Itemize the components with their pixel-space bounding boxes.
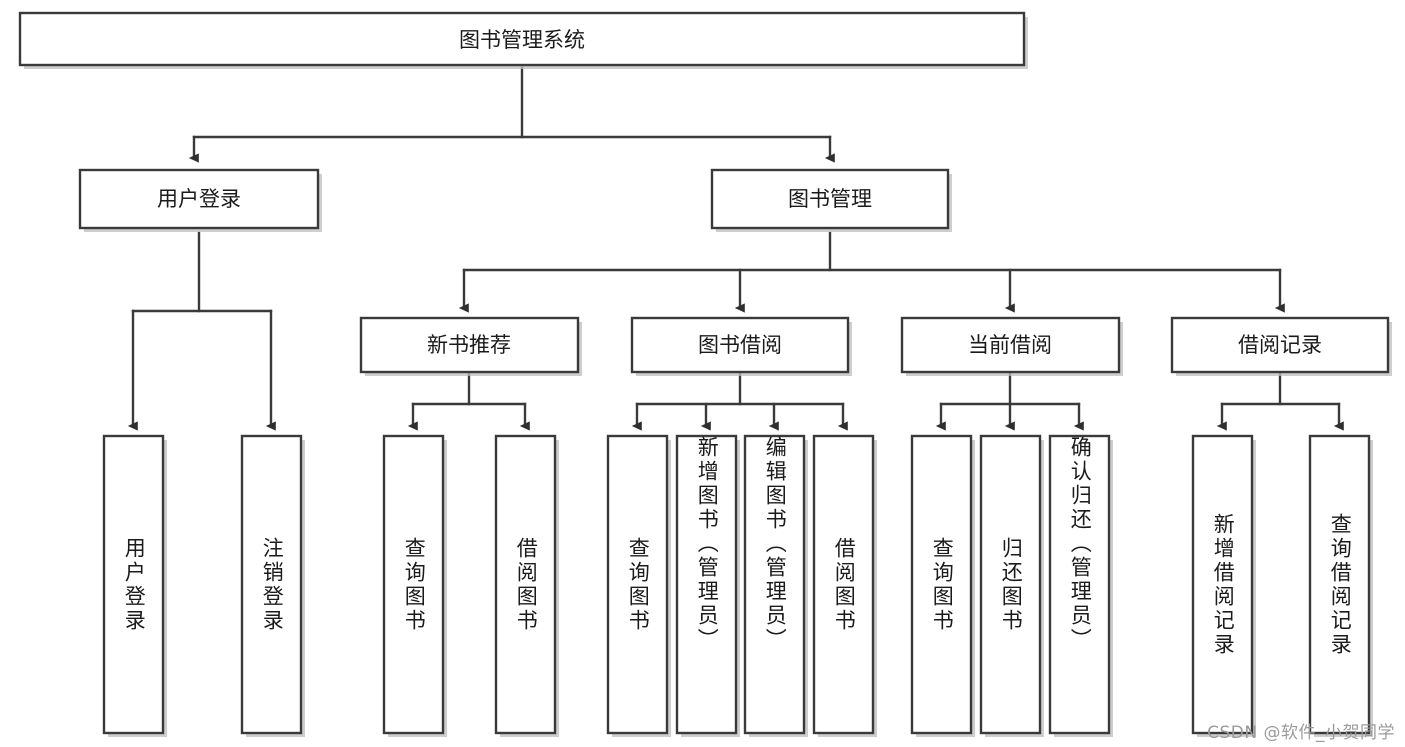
leaf-user-login-0-box[interactable] <box>102 434 165 735</box>
leaf-new-book-1-box[interactable] <box>494 434 557 735</box>
level2-node-user-login-box[interactable] <box>78 168 320 230</box>
root-node-label: 图书管理系统 <box>459 28 585 52</box>
level3-node-new-book-label: 新书推荐 <box>427 333 511 357</box>
leaf-book-borrow-3-box[interactable] <box>812 434 875 735</box>
leaf-user-login-1-box[interactable] <box>240 434 303 735</box>
leaf-borrow-record-1-box[interactable] <box>1308 434 1371 735</box>
level2-node-user-login-label: 用户登录 <box>157 187 241 211</box>
leaf-book-borrow-1-box[interactable] <box>675 434 738 735</box>
leaf-borrow-record-0-box[interactable] <box>1191 434 1254 735</box>
root-node-box[interactable] <box>18 11 1026 67</box>
level2-node-book-manage-label: 图书管理 <box>788 187 872 211</box>
level3-node-book-borrow-box[interactable] <box>630 316 850 374</box>
level3-node-current-borrow-label: 当前借阅 <box>968 333 1052 357</box>
level3-node-current-borrow-box[interactable] <box>900 316 1121 374</box>
leaf-book-borrow-0-box[interactable] <box>606 434 669 735</box>
leaf-current-borrow-1-box[interactable] <box>979 434 1042 735</box>
watermark-text: CSDN @软件_小贺同学 <box>1207 723 1395 743</box>
level2-node-book-manage-box[interactable] <box>710 168 950 230</box>
level3-node-new-book-box[interactable] <box>359 316 580 374</box>
leaf-new-book-0-box[interactable] <box>382 434 445 735</box>
node-layer: 图书管理系统 用户登录 图书管理 新书推荐 图书借阅 当前借阅 借阅记录 <box>18 11 1392 737</box>
level3-node-borrow-record-box[interactable] <box>1170 316 1390 374</box>
connector-layer <box>127 66 1344 431</box>
leaf-current-borrow-2-box[interactable] <box>1048 434 1111 735</box>
leaf-book-borrow-2-box[interactable] <box>743 434 806 735</box>
leaf-current-borrow-0-box[interactable] <box>910 434 973 735</box>
level3-node-book-borrow-label: 图书借阅 <box>698 333 782 357</box>
level3-node-borrow-record-label: 借阅记录 <box>1238 333 1322 357</box>
